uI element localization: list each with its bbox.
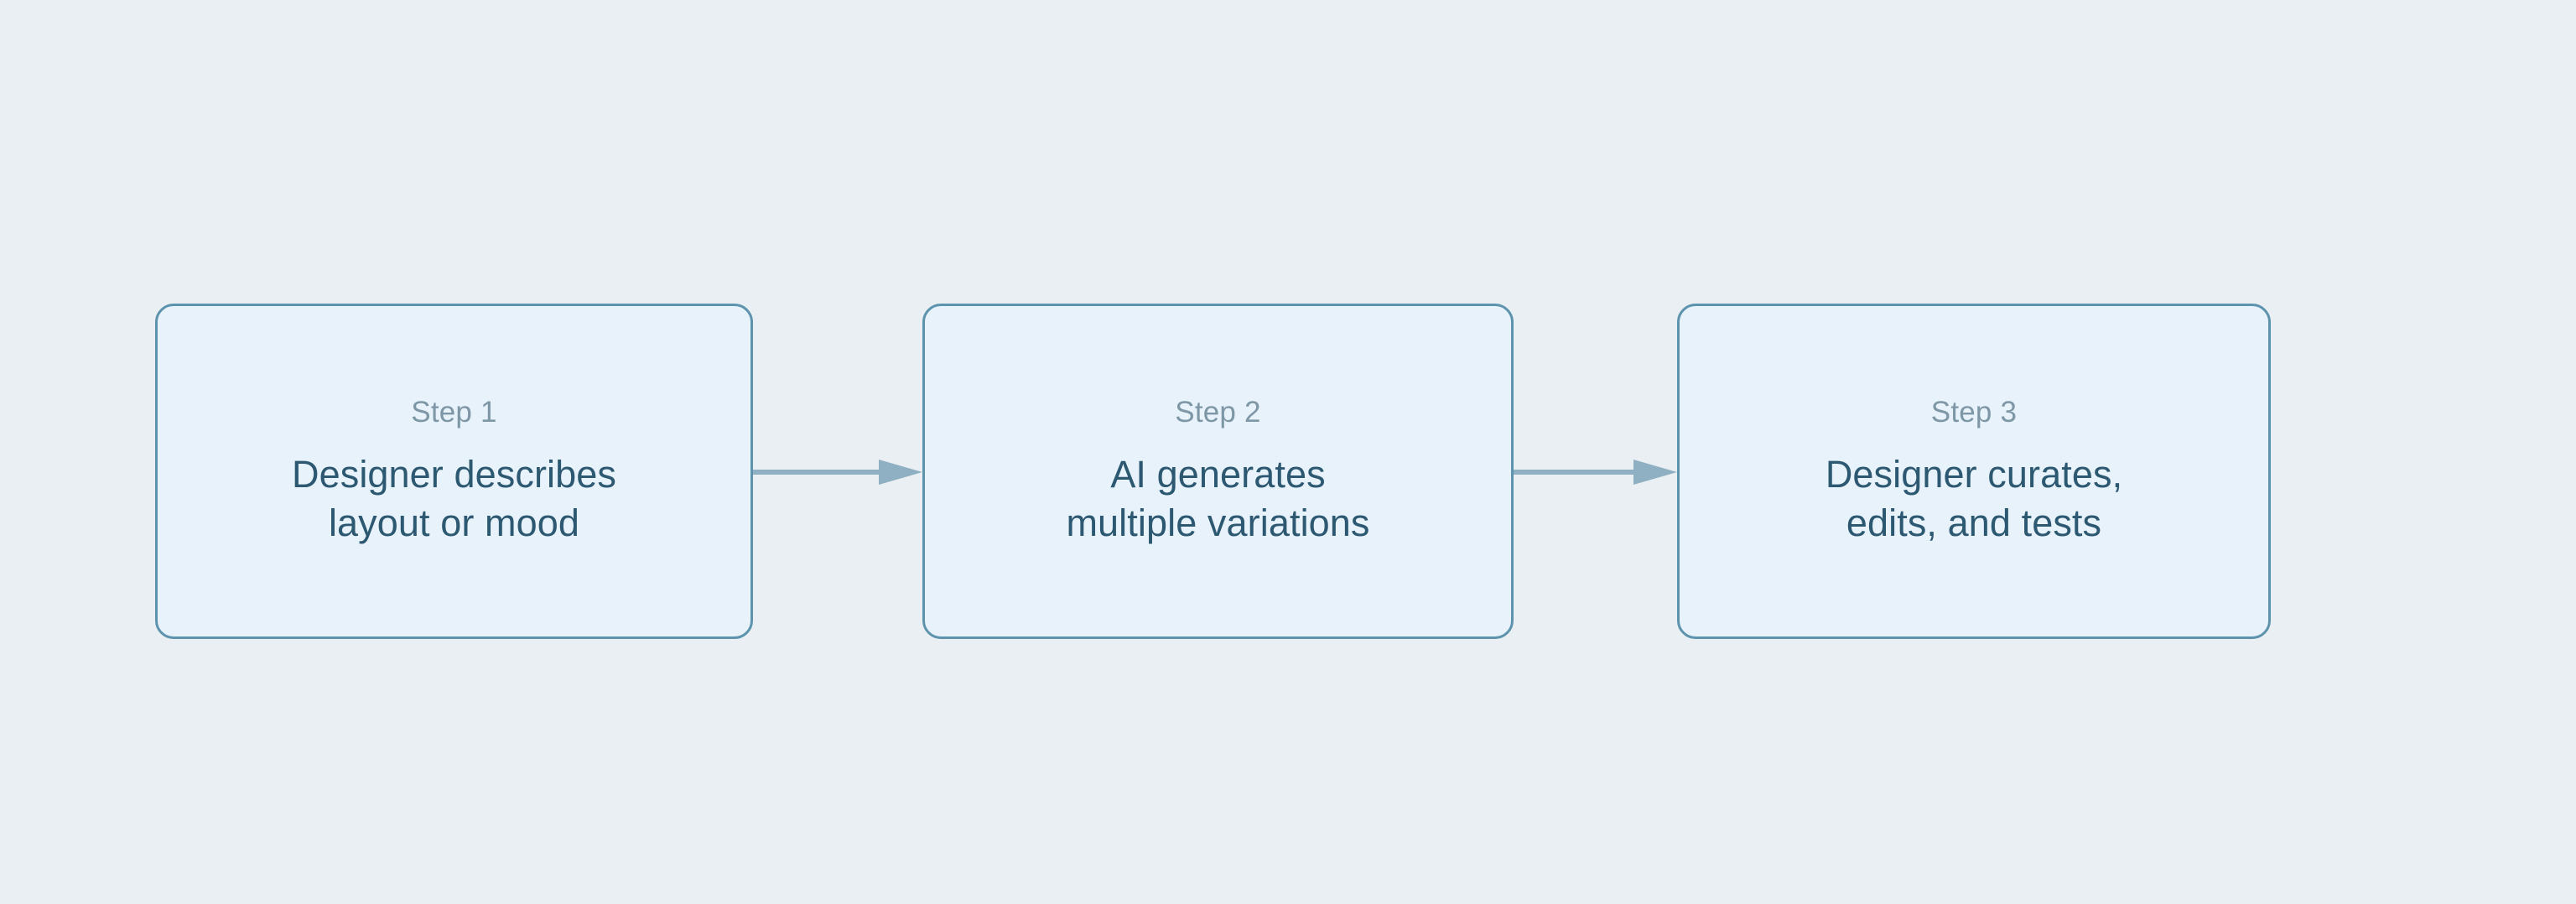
step-node-3-text: Designer curates, edits, and tests [1825,453,2123,544]
step-node-2-text: AI generates multiple variations [1066,453,1370,544]
step-node-1-label: Step 1 [411,396,497,429]
arrow-right-icon [753,460,922,485]
step-node-3[interactable]: Step 3 Designer curates, edits, and test… [1677,304,2271,639]
step-node-3-label: Step 3 [1930,396,2018,429]
arrow-connector-step2-step3 [1514,455,1677,490]
step-node-1[interactable]: Step 1 Designer describes layout or mood [155,304,753,639]
step-node-2[interactable]: Step 2 AI generates multiple variations [922,304,1514,639]
arrow-connector-step1-step2 [753,455,922,490]
step-node-2-label: Step 2 [1175,396,1261,429]
arrow-right-icon [1514,460,1677,485]
step-node-1-text: Designer describes layout or mood [292,453,616,544]
